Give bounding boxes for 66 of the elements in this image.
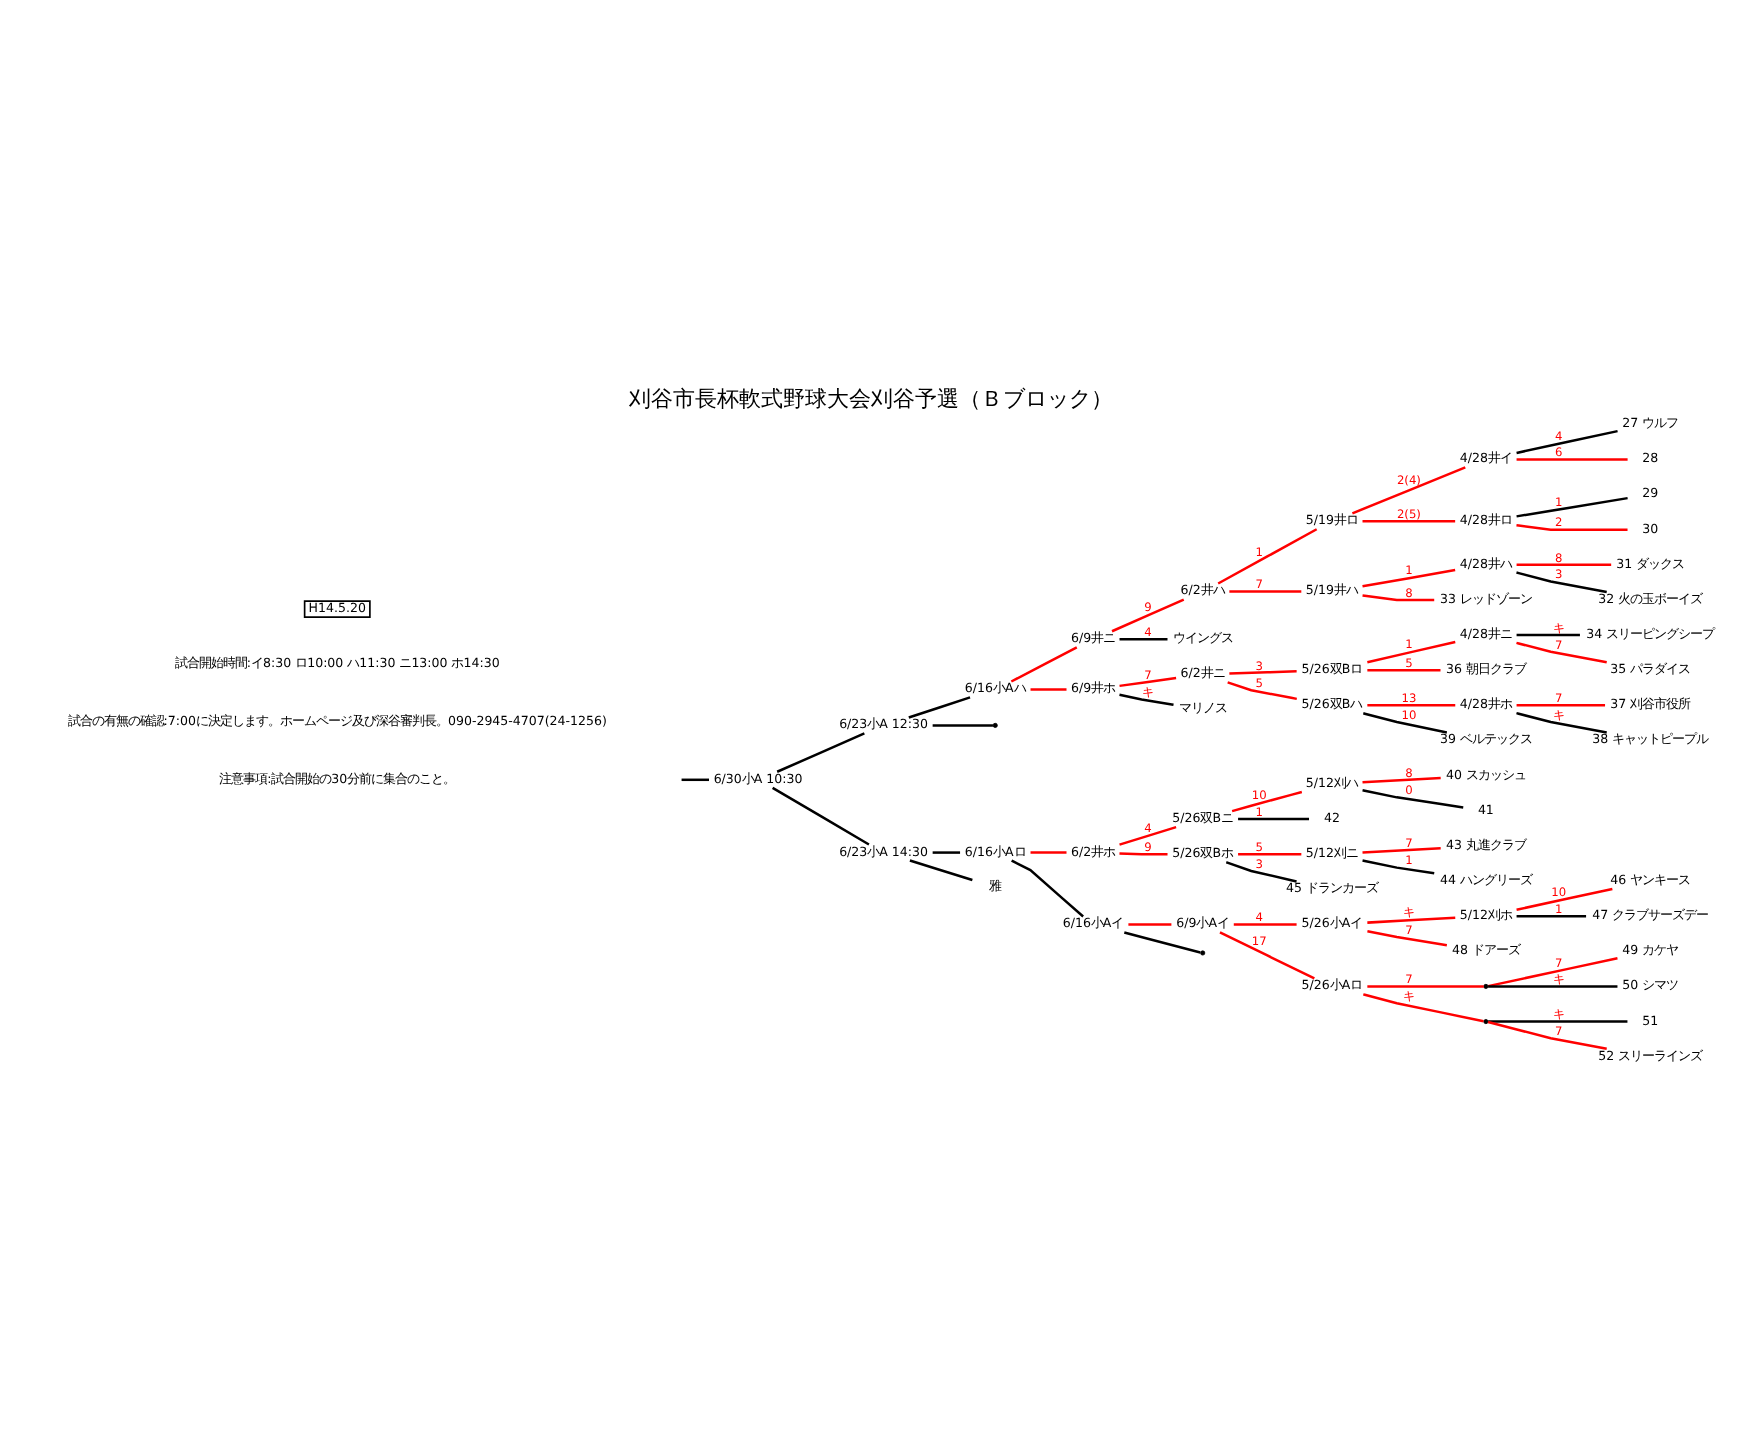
connector [1516,496,1628,518]
connector [1362,847,1441,854]
connector [1363,712,1448,734]
connector [1516,641,1607,664]
connector [1516,429,1618,455]
connector [681,778,709,782]
connector [1487,957,1618,988]
connector [1362,520,1456,523]
connector [932,724,993,727]
connector [932,851,961,854]
connector [1238,853,1302,856]
connector [1367,930,1448,947]
node-point [1483,1019,1489,1025]
connector [1516,458,1628,461]
connector [1229,670,1297,675]
connector [1123,931,1201,954]
connector [908,696,971,719]
connector [909,859,973,882]
connector [1516,563,1612,567]
connector [1030,688,1067,691]
diagram-title: 刈谷市長杯軟式野球大会刈谷予選（Ｂブロック） [629,386,1113,413]
connector [1231,790,1303,813]
connector [1119,693,1174,707]
connector [1516,523,1628,531]
connector [1516,887,1613,911]
connector [1119,638,1168,641]
connector [1351,466,1466,515]
connector [1362,776,1441,784]
connector [1363,993,1484,1023]
connector [1362,859,1435,875]
connector [1367,640,1456,664]
connector [1516,711,1607,734]
connector [1011,859,1084,918]
connector [1367,668,1441,672]
connector [1367,985,1484,988]
connector [1119,852,1168,856]
connector [1362,594,1435,602]
connector [1010,646,1078,683]
connector [1119,676,1177,688]
connector [1362,788,1464,809]
connector [1487,1020,1607,1050]
connector [1367,916,1456,924]
connector [1516,571,1607,594]
connector [776,732,865,773]
node-point [1200,950,1206,956]
connector [1128,923,1172,926]
connector [1516,704,1606,707]
connector [1229,590,1302,593]
connector [772,786,870,846]
connector [1233,923,1297,926]
connector [1488,985,1618,988]
node-point [1483,983,1489,989]
connector [1219,931,1315,980]
connector [1030,851,1067,854]
connector [1362,568,1456,588]
connector [1238,817,1309,821]
connector [1516,633,1580,637]
connector [1488,1020,1628,1023]
connector [1111,598,1185,633]
connector [1367,704,1456,707]
connector [1516,914,1587,918]
connector [1119,825,1177,846]
connector [1225,861,1297,883]
node-point [992,722,998,728]
connector [1217,528,1318,585]
connector [1227,681,1297,701]
